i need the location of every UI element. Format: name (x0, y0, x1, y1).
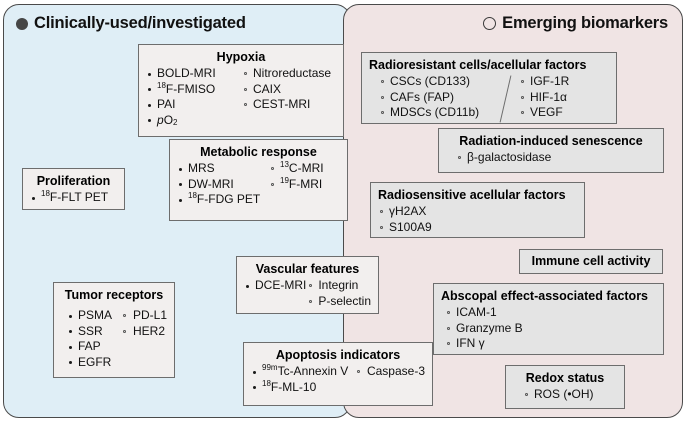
card-vascular-col1: DCE-MRI (244, 278, 307, 294)
list-item: γH2AX (378, 204, 577, 220)
list-item: IGF-1R (519, 74, 569, 90)
list-item: S100A9 (378, 220, 577, 236)
list-item: 99mTc-Annexin V (251, 364, 356, 380)
list-item: IFN γ (445, 336, 656, 352)
list-item: Granzyme B (445, 321, 656, 337)
card-senescence-title: Radiation-induced senescence (459, 134, 643, 148)
panel-right-title: Emerging biomarkers (483, 14, 668, 33)
card-apoptosis-col1: 99mTc-Annexin V 18F-ML-10 (251, 364, 356, 395)
list-item: Caspase-3 (356, 364, 425, 380)
card-apoptosis-indicators: Apoptosis indicators 99mTc-Annexin V 18F… (243, 342, 433, 406)
list-item: FAP (67, 339, 122, 355)
card-radioresistant-factors: Radioresistant cells/acellular factors C… (361, 52, 617, 124)
list-item: pO2 (146, 113, 242, 129)
list-item: 18F-FLT PET (30, 190, 117, 206)
list-item: VEGF (519, 105, 569, 121)
open-circle-icon (483, 17, 497, 30)
card-tumor-receptors-col2: PD-L1 HER2 (122, 308, 167, 339)
card-metabolic-col2: 13C-MRI 19F-MRI (269, 161, 324, 192)
list-item: 18F-FDG PET (177, 192, 269, 208)
card-vascular-col2: Integrin P-selectin (307, 278, 371, 309)
list-item: CAFs (FAP) (379, 90, 507, 106)
card-vascular-features: Vascular features DCE-MRI Integrin P-sel… (236, 256, 379, 314)
panel-left-title: Clinically-used/investigated (16, 14, 246, 33)
card-proliferation-col1: 18F-FLT PET (30, 190, 117, 206)
card-immune-cell-activity: Immune cell activity (519, 249, 663, 274)
card-metabolic-col1: MRS DW-MRI 18F-FDG PET (177, 161, 269, 208)
card-radioresistant-col2: IGF-1R HIF-1α VEGF (519, 74, 569, 121)
list-item: EGFR (67, 355, 122, 371)
list-item: Nitroreductase (242, 66, 331, 82)
panel-right-title-text: Emerging biomarkers (502, 14, 668, 32)
card-proliferation: Proliferation 18F-FLT PET (22, 168, 125, 210)
list-item: HER2 (122, 324, 167, 340)
card-senescence-col1: β-galactosidase (456, 150, 656, 166)
list-item: CEST-MRI (242, 97, 331, 113)
list-item: 19F-MRI (269, 176, 324, 193)
card-abscopal-factors: Abscopal effect-associated factors ICAM-… (433, 283, 664, 355)
list-item: BOLD-MRI (146, 66, 242, 82)
card-radiosensitive-factors: Radiosensitive acellular factors γH2AX S… (370, 182, 585, 238)
card-immune-title: Immune cell activity (531, 254, 651, 268)
list-item: SSR (67, 324, 122, 340)
list-item: CSCs (CD133) (379, 74, 507, 90)
list-item: PAI (146, 97, 242, 113)
panel-left-title-text: Clinically-used/investigated (34, 14, 246, 32)
card-hypoxia-col2: Nitroreductase CAIX CEST-MRI (242, 66, 331, 113)
list-item: DCE-MRI (244, 278, 307, 294)
list-item: DW-MRI (177, 177, 269, 193)
list-item: P-selectin (307, 294, 371, 310)
card-metabolic-title: Metabolic response (200, 145, 317, 159)
list-item: MDSCs (CD11b) (379, 105, 507, 121)
list-item: Integrin (307, 278, 371, 294)
list-item: CAIX (242, 82, 331, 98)
card-apoptosis-title: Apoptosis indicators (275, 348, 401, 362)
card-radioresistant-title: Radioresistant cells/acellular factors (369, 58, 587, 72)
card-tumor-receptors-title: Tumor receptors (64, 288, 164, 302)
card-radioresistant-col1: CSCs (CD133) CAFs (FAP) MDSCs (CD11b) (379, 74, 507, 121)
card-redox-col1: ROS (•OH) (523, 387, 617, 403)
card-hypoxia-col1: BOLD-MRI 18F-FMISO PAI pO2 (146, 66, 242, 128)
card-radiation-induced-senescence: Radiation-induced senescence β-galactosi… (438, 128, 664, 173)
list-item: PSMA (67, 308, 122, 324)
card-apoptosis-col2: Caspase-3 (356, 364, 425, 380)
card-proliferation-title: Proliferation (36, 174, 111, 188)
filled-circle-icon (16, 17, 28, 30)
list-item: MRS (177, 161, 269, 177)
list-item: HIF-1α (519, 90, 569, 106)
list-item: ROS (•OH) (523, 387, 617, 403)
card-metabolic-response: Metabolic response MRS DW-MRI 18F-FDG PE… (169, 139, 348, 221)
list-item: 13C-MRI (269, 161, 324, 177)
list-item: ICAM-1 (445, 305, 656, 321)
list-item: 18F-FMISO (146, 81, 242, 98)
card-abscopal-title: Abscopal effect-associated factors (441, 289, 649, 303)
card-hypoxia: Hypoxia BOLD-MRI 18F-FMISO PAI pO2 Nitro… (138, 44, 344, 137)
card-abscopal-col1: ICAM-1 Granzyme B IFN γ (445, 305, 656, 352)
card-tumor-receptors: Tumor receptors PSMA SSR FAP EGFR PD-L1 … (53, 282, 175, 378)
list-item: 18F-ML-10 (251, 379, 356, 396)
list-item: PD-L1 (122, 308, 167, 324)
card-redox-title: Redox status (525, 371, 605, 385)
card-vascular-title: Vascular features (255, 262, 360, 276)
card-redox-status: Redox status ROS (•OH) (505, 365, 625, 409)
card-hypoxia-title: Hypoxia (216, 50, 266, 64)
list-item: β-galactosidase (456, 150, 656, 166)
card-radiosensitive-col1: γH2AX S100A9 (378, 204, 577, 235)
card-tumor-receptors-col1: PSMA SSR FAP EGFR (61, 308, 122, 370)
card-radiosensitive-title: Radiosensitive acellular factors (378, 188, 566, 202)
